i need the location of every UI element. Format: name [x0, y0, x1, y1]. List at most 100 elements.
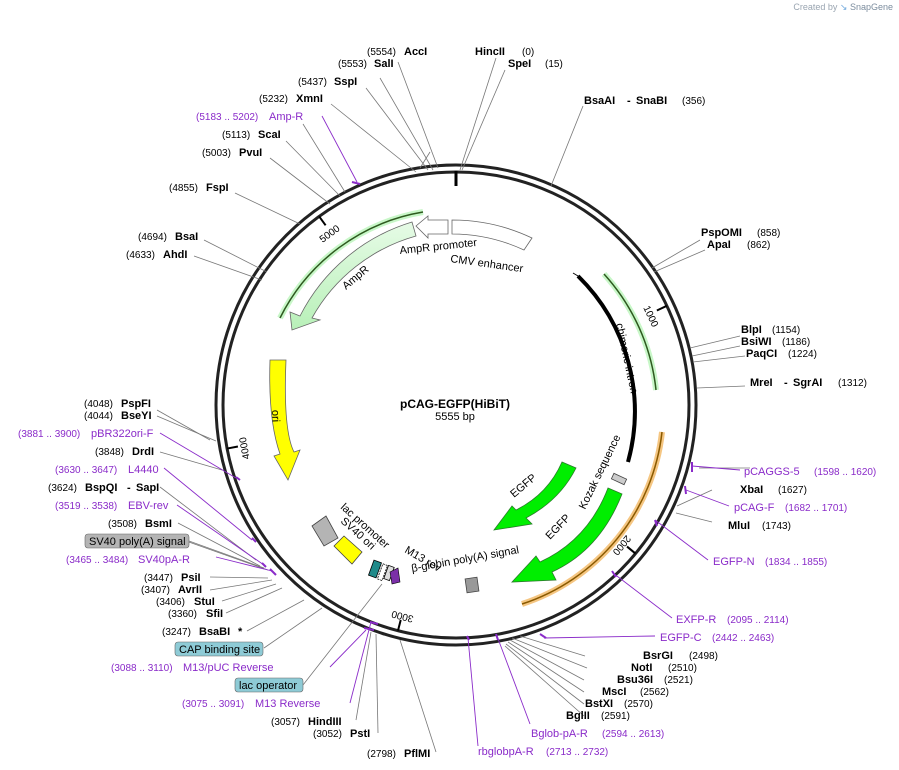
svg-text:(5183 .. 5202): (5183 .. 5202) [196, 112, 258, 123]
primer-pbr322ori-f: (3881 .. 3900)pBR322ori-F [18, 428, 154, 440]
svg-text:BseYI: BseYI [121, 410, 152, 422]
svg-text:PaqCI: PaqCI [746, 348, 777, 360]
svg-text:NotI: NotI [631, 662, 652, 674]
svg-text:(356): (356) [682, 96, 705, 107]
svg-text:(3848): (3848) [95, 447, 124, 458]
scale-tick [626, 545, 637, 555]
ampr-outer-line [279, 211, 424, 319]
svg-text:BsaBI: BsaBI [199, 626, 230, 638]
feature-ori [269, 359, 301, 481]
site-pvuI: (5003) PvuI [202, 147, 262, 159]
svg-text:(1224): (1224) [788, 349, 817, 360]
svg-text:(3052): (3052) [313, 729, 342, 740]
feature-egfp-2 [511, 487, 623, 583]
svg-text:(2594 .. 2613): (2594 .. 2613) [602, 729, 664, 740]
plasmid-length: 5555 bp [435, 411, 475, 423]
feature-egfp-1 [493, 461, 577, 531]
site-bseYI: (4044)BseYI [84, 410, 152, 422]
svg-text:(5437): (5437) [298, 77, 327, 88]
svg-text:BsrGI: BsrGI [643, 650, 673, 662]
svg-text:StuI: StuI [194, 596, 215, 608]
site-hincII: HincII(0) [475, 46, 534, 58]
svg-text:(2713 .. 2732): (2713 .. 2732) [546, 747, 608, 758]
site-fspI: (4855)FspI [169, 182, 229, 194]
site-notI: NotI(2510) [631, 662, 697, 674]
site-paqCI: PaqCI (1224) [746, 348, 817, 360]
svg-text:PsiI: PsiI [181, 572, 201, 584]
svg-text:PstI: PstI [350, 728, 370, 740]
credit-brand: SnapGene [849, 2, 893, 12]
label-egfp-2: EGFP [544, 512, 573, 542]
site-pspFI: (4048)PspFI [84, 398, 151, 410]
svg-text:(4048): (4048) [84, 399, 113, 410]
svg-text:(4633): (4633) [126, 250, 155, 261]
svg-text:(3406): (3406) [156, 597, 185, 608]
primer-bglob-pa-r: Bglob-pA-R(2594 .. 2613) [531, 728, 664, 740]
svg-text:(1154): (1154) [772, 325, 800, 336]
cag-promoter-line [521, 431, 663, 605]
site-accI: (5554)AccI [367, 46, 427, 58]
svg-text:PvuI: PvuI [239, 147, 262, 159]
svg-text:(3075 .. 3091): (3075 .. 3091) [182, 699, 244, 710]
svg-text:(2521): (2521) [664, 675, 693, 686]
svg-text:(3465 .. 3484): (3465 .. 3484) [66, 555, 128, 566]
site-speI: SpeI (15) [508, 58, 563, 70]
svg-text:-: - [784, 377, 788, 389]
site-ahdI: (4633)AhdI [126, 249, 187, 261]
svg-text:SpeI: SpeI [508, 58, 531, 70]
svg-text:(15): (15) [545, 59, 563, 70]
site-mluI: MluI(1743) [728, 520, 791, 532]
site-bstXI: BstXI(2570) [585, 698, 653, 710]
svg-text:pBR322ori-F: pBR322ori-F [91, 428, 154, 440]
site-pstI: (3052) PstI [313, 728, 370, 740]
svg-text:MluI: MluI [728, 520, 750, 532]
svg-text:(5113): (5113) [222, 130, 250, 141]
svg-text:PspOMI: PspOMI [701, 227, 742, 239]
svg-text:(1598 .. 1620): (1598 .. 1620) [814, 467, 876, 478]
svg-text:(5003): (5003) [202, 148, 231, 159]
svg-text:EGFP-N: EGFP-N [713, 556, 755, 568]
svg-text:BsaAI: BsaAI [584, 95, 615, 107]
site-hindIII: (3057) HindIII [271, 716, 342, 728]
site-avrII: (3407)AvrII [141, 584, 202, 596]
feature-sv40-polya [311, 515, 339, 547]
scale-tick [318, 215, 327, 226]
intron-start-tick [572, 272, 584, 280]
svg-text:AvrII: AvrII [178, 584, 202, 596]
site-bsmI: (3508)BsmI [108, 518, 172, 530]
label-chimeric-intron: chimeric intron [613, 322, 640, 394]
svg-text:(862): (862) [747, 240, 770, 251]
label-cmv-enhancer: CMV enhancer [450, 253, 525, 275]
svg-text:FspI: FspI [206, 182, 229, 194]
site-drdI: (3848)DrdI [95, 446, 154, 458]
site-mreI: MreI-SgrAI(1312) [750, 377, 867, 389]
svg-text:(1312): (1312) [838, 378, 867, 389]
svg-text:SnaBI: SnaBI [636, 95, 667, 107]
site-bsaBI: (3247)BsaBI* [162, 626, 243, 638]
svg-text:rbglobpA-R: rbglobpA-R [478, 746, 534, 758]
svg-text:(3057): (3057) [271, 717, 300, 728]
label-ampr-promoter: AmpR promoter [399, 237, 478, 257]
svg-text:BlpI: BlpI [741, 324, 762, 336]
site-bsu36I: Bsu36I(2521) [617, 674, 693, 686]
site-labels: (5554)AccI (5553)SalI (5437)SspI (5232)X… [48, 46, 867, 760]
svg-text:(3088 .. 3110): (3088 .. 3110) [111, 663, 173, 674]
svg-text:BsiWI: BsiWI [741, 336, 772, 348]
primer-exfp-r: EXFP-R(2095 .. 2114) [676, 614, 789, 626]
svg-text:HindIII: HindIII [308, 716, 342, 728]
plasmid-title: pCAG-EGFP(HiBiT) [400, 397, 510, 411]
svg-text:EBV-rev: EBV-rev [128, 500, 169, 512]
svg-text:*: * [238, 626, 243, 638]
site-bsaAI: BsaAI-SnaBI(356) [584, 95, 705, 107]
svg-text:BsaI: BsaI [175, 231, 198, 243]
site-bsiWI: BsiWI(1186) [741, 336, 810, 348]
intron-outer-line [603, 273, 657, 391]
svg-text:L4440: L4440 [128, 464, 159, 476]
svg-text:(5232): (5232) [259, 94, 288, 105]
feature-cap-site [376, 563, 389, 582]
boxed-labels: SV40 poly(A) signal CAP binding site lac… [84, 533, 383, 693]
svg-text:(2442 .. 2463): (2442 .. 2463) [712, 633, 774, 644]
svg-text:M13/pUC Reverse: M13/pUC Reverse [183, 662, 273, 674]
site-bglII: BglII(2591) [566, 710, 630, 722]
svg-text:ApaI: ApaI [707, 239, 731, 251]
